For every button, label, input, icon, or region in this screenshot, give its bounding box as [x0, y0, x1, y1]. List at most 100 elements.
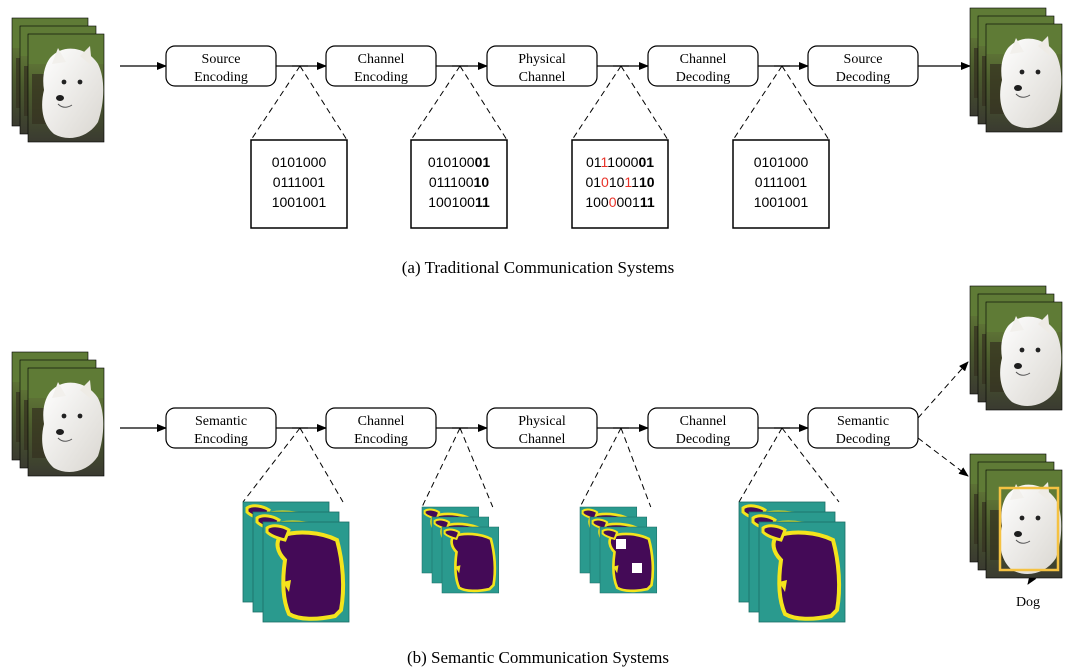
- feature-map-border: [599, 526, 658, 594]
- a-block-label-top: Source: [202, 52, 241, 67]
- feature-map: [598, 525, 659, 595]
- semantic-feature-map-stack: [578, 505, 659, 595]
- a-output-image-stack-frame: [985, 23, 1063, 133]
- b-output-arrow-detect: [917, 437, 969, 477]
- data-bits: 010100: [428, 154, 475, 170]
- detection-bounding-box: [998, 486, 1060, 572]
- a-input-image-stack: [11, 17, 105, 143]
- segmentation-map-icon: [261, 520, 351, 624]
- data-bits: 1: [631, 174, 639, 190]
- b-output-arrow-reconstruct: [917, 361, 969, 419]
- semantic-feature-map-stack: [420, 505, 501, 595]
- a-zoom-line: [459, 65, 508, 141]
- a-bitstream-row: 10010011: [428, 194, 490, 210]
- segmentation-map-icon: [757, 520, 847, 624]
- a-zoom-line: [781, 65, 830, 141]
- a-block-box: [165, 45, 277, 87]
- dog-photo-icon: [27, 33, 105, 143]
- data-bits: 1001001: [754, 194, 809, 210]
- b-zoom-line: [242, 427, 301, 503]
- feature-map: [440, 525, 501, 595]
- feature-map-border: [758, 521, 846, 623]
- a-block-label-bottom: Decoding: [676, 70, 730, 85]
- feature-map-border: [262, 521, 350, 623]
- data-bits: 100100: [428, 194, 475, 210]
- b-block-label-bottom: Encoding: [194, 432, 248, 447]
- segmentation-map-icon: [440, 525, 501, 595]
- dog-photo-icon: [985, 469, 1063, 579]
- a-block-label-top: Physical: [518, 52, 566, 67]
- data-bits: 0111001: [755, 174, 808, 190]
- b-block-label-bottom: Decoding: [836, 432, 890, 447]
- b-zoom-line: [459, 427, 494, 508]
- b-block-label-top: Physical: [518, 414, 566, 429]
- a-bitstream-box: [571, 139, 669, 229]
- b-block-label-bottom: Decoding: [676, 432, 730, 447]
- data-bits: 1000: [607, 154, 638, 170]
- b-block-label-top: Semantic: [837, 414, 889, 429]
- error-bit: 0: [609, 194, 617, 210]
- b-zoom-line: [421, 427, 461, 508]
- b-output-detection-stack-frame: [985, 469, 1063, 579]
- data-bits: 0101000: [754, 154, 809, 170]
- a-block-box: [486, 45, 598, 87]
- a-bitstream-row: 01010001: [428, 154, 491, 170]
- b-block-label-top: Channel: [680, 414, 727, 429]
- b-input-image-stack-frame: [27, 367, 105, 477]
- b-zoom-line: [781, 427, 840, 503]
- channel-loss-patch: [632, 563, 642, 573]
- b-block-box: [807, 407, 919, 449]
- b-zoom-line: [738, 427, 783, 503]
- b-block-box: [647, 407, 759, 449]
- b-output-detection-stack-frame-border: [985, 469, 1063, 579]
- b-input-image-stack: [11, 351, 105, 477]
- data-bits: 01: [585, 174, 601, 190]
- error-bit: 0: [601, 174, 609, 190]
- a-bitstream-row: 1001001: [272, 194, 327, 210]
- dog-class-label: Dog: [1016, 595, 1040, 610]
- parity-bits: 11: [475, 194, 490, 210]
- a-bitstream-row: 0101000: [272, 154, 327, 170]
- a-zoom-line: [620, 65, 669, 141]
- b-block-box: [325, 407, 437, 449]
- data-bits: 100: [585, 194, 609, 210]
- b-input-image-stack-frame-border: [27, 367, 105, 477]
- feature-map-border: [441, 526, 500, 594]
- parity-bits: 11: [640, 194, 655, 210]
- a-bitstream-row: 010101110: [585, 174, 654, 190]
- caption-semantic: (b) Semantic Communication Systems: [407, 648, 669, 667]
- a-block-label-bottom: Encoding: [354, 70, 408, 85]
- a-zoom-line: [732, 65, 783, 141]
- a-zoom-line: [250, 65, 301, 141]
- a-bitstream-row: 011100001: [586, 154, 654, 170]
- a-bitstream-row: 0111001: [273, 174, 326, 190]
- a-block-label-bottom: Encoding: [194, 70, 248, 85]
- data-bits: 1001001: [272, 194, 327, 210]
- semantic-feature-map-stack: [241, 500, 351, 624]
- a-input-image-stack-frame: [27, 33, 105, 143]
- a-block-box: [647, 45, 759, 87]
- a-bitstream-row: 0111001: [755, 174, 808, 190]
- b-block-label-bottom: Encoding: [354, 432, 408, 447]
- a-input-image-stack-frame-border: [27, 33, 105, 143]
- data-bits: 001: [616, 194, 640, 210]
- data-bits: 011100: [429, 174, 474, 190]
- b-block-box: [165, 407, 277, 449]
- a-zoom-line: [299, 65, 348, 141]
- a-zoom-line: [571, 65, 622, 141]
- a-bitstream-row: 1001001: [754, 194, 809, 210]
- data-bits: 10: [609, 174, 625, 190]
- segmentation-map-icon: [598, 525, 659, 595]
- dog-photo-icon: [985, 23, 1063, 133]
- b-output-image-stack-frame: [985, 301, 1063, 411]
- a-bitstream-row: 100000111: [585, 194, 655, 210]
